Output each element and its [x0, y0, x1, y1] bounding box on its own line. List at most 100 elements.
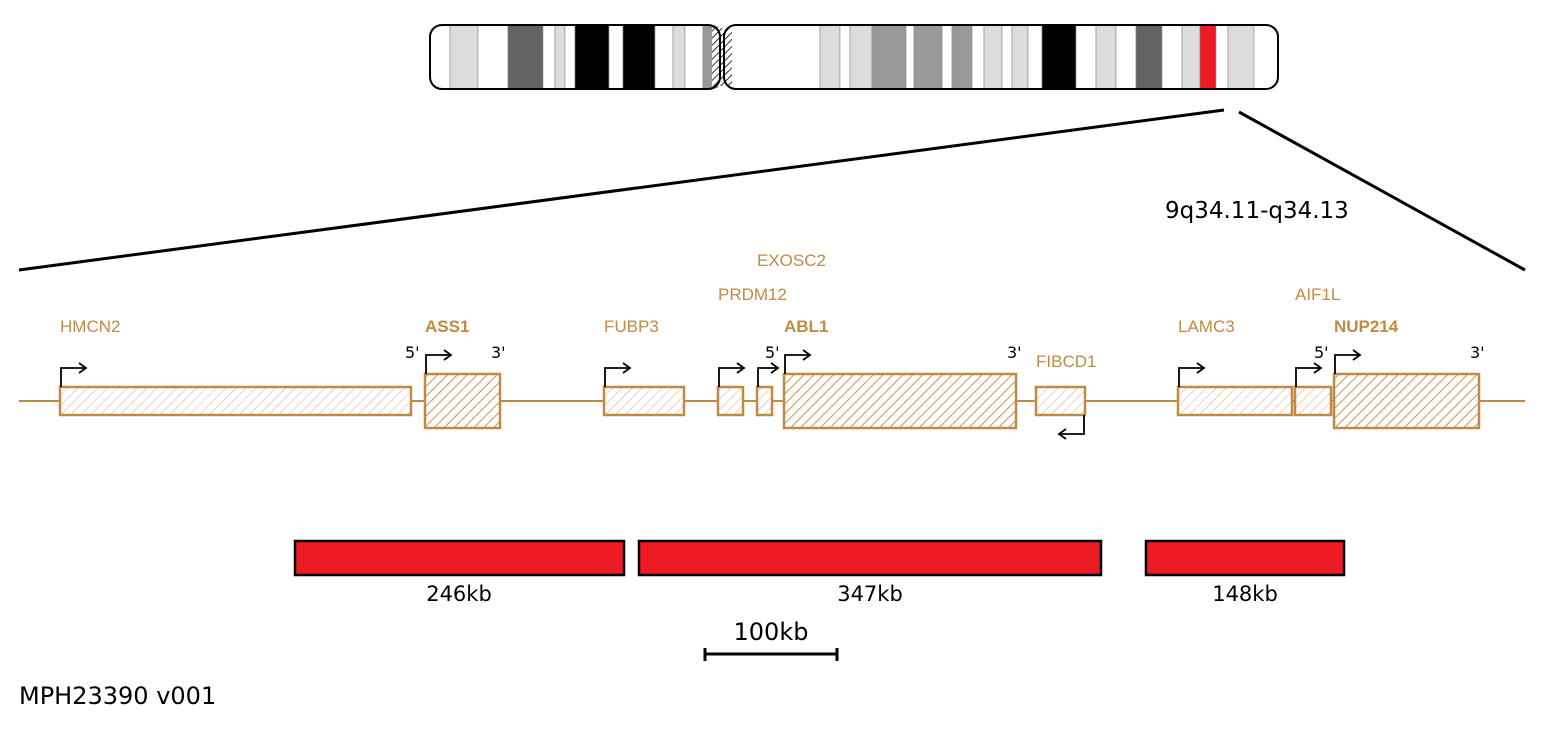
- gene-label-hmcn2: HMCN2: [60, 317, 120, 336]
- q-arm-band-5: [871, 25, 907, 89]
- three-prime-label: 3': [1470, 343, 1485, 362]
- q-arm-band-10: [971, 25, 985, 89]
- q-arm-band-18: [1115, 25, 1137, 89]
- chromosome-q-arm-outline: [723, 24, 1279, 90]
- chromosome-ideogram: [429, 24, 1279, 90]
- zoom-line-right: [1238, 110, 1526, 272]
- q-arm-band-14: [1027, 25, 1043, 89]
- q-arm-band-9: [951, 25, 973, 89]
- five-prime-label: 5': [405, 343, 420, 362]
- chromosome-q-arm: [722, 25, 1255, 89]
- gene-prdm12: PRDM12: [718, 285, 787, 417]
- tss-arrow-icon: [1178, 362, 1206, 387]
- tss-arrow-reverse-icon: [1057, 415, 1085, 440]
- p-arm-band-11: [654, 25, 674, 89]
- tss-arrow-icon: [718, 362, 746, 387]
- scale-bar-label: 100kb: [734, 618, 809, 646]
- q-arm-band-7: [913, 25, 943, 89]
- five-prime-label: 5': [765, 343, 780, 362]
- p-arm-band-7: [564, 25, 576, 89]
- p-arm-band-2: [449, 25, 479, 89]
- gene-abl1: ABL1 5' 3': [765, 317, 1022, 430]
- tss-arrow-icon: [425, 349, 453, 374]
- gene-exosc2: EXOSC2: [716, 251, 826, 417]
- q-arm-band-23: [1215, 25, 1229, 89]
- gene-box-prdm12: [755, 385, 774, 417]
- gene-hmcn2: HMCN2: [58, 317, 413, 417]
- scale-bar: 100kb: [703, 618, 839, 661]
- gene-box-exosc2: [716, 385, 745, 417]
- q-arm-band-8: [941, 25, 953, 89]
- gene-box-hmcn2: [58, 385, 413, 417]
- gene-fubp3: FUBP3: [602, 317, 686, 417]
- tss-arrow-icon: [1295, 362, 1323, 387]
- gene-label-prdm12: PRDM12: [718, 285, 787, 304]
- p-arm-band-3: [477, 25, 509, 89]
- gene-label-fibcd1: FIBCD1: [1036, 352, 1096, 371]
- gene-label-exosc2: EXOSC2: [757, 251, 826, 270]
- q-arm-band-15: [1041, 25, 1077, 89]
- gene-box-fubp3: [602, 385, 686, 417]
- gene-box-abl1: [782, 372, 1018, 430]
- three-prime-label: 3': [491, 343, 506, 362]
- p-arm-band-4: [507, 25, 544, 89]
- gene-label-nup214: NUP214: [1334, 317, 1399, 336]
- gene-fibcd1: FIBCD1: [1034, 352, 1096, 440]
- region-label: 9q34.11-q34.13: [1165, 198, 1349, 224]
- zoom-line-left: [18, 108, 1225, 272]
- q-arm-band-16: [1075, 25, 1097, 89]
- p-arm-band-13: [684, 25, 704, 89]
- q-arm-band-3: [839, 25, 851, 89]
- tss-arrow-icon: [1334, 349, 1362, 374]
- tss-arrow-icon: [604, 362, 632, 387]
- tss-arrow-icon: [784, 349, 812, 374]
- gene-box-nup214: [1332, 372, 1481, 430]
- p-arm-band-1: [430, 25, 451, 89]
- probe-track: 246kb 347kb 148kb: [293, 539, 1346, 606]
- tss-arrow-icon: [60, 362, 88, 387]
- gene-nup214: NUP214 5' 3': [1314, 317, 1485, 430]
- q-arm-band-20: [1161, 25, 1183, 89]
- p-arm-band-6: [554, 25, 566, 89]
- gene-label-lamc3: LAMC3: [1178, 317, 1235, 336]
- gene-box-lamc3: [1176, 385, 1294, 417]
- gene-label-abl1: ABL1: [784, 317, 828, 336]
- p-arm-band-12: [672, 25, 686, 89]
- three-prime-label: 3': [1007, 343, 1022, 362]
- q-arm-band-13: [1011, 25, 1029, 89]
- q-arm-band-2: [819, 25, 841, 89]
- chromosome-p-arm: [430, 25, 724, 89]
- q-arm-band-11: [983, 25, 1003, 89]
- q-arm-band-1: [722, 25, 821, 89]
- gene-aif1l: AIF1L: [1293, 285, 1340, 417]
- centromere: [712, 28, 732, 86]
- q-arm-band-22: [1199, 25, 1217, 89]
- gene-track: HMCN2 ASS1 5' 3' FUBP3 EXOSC2 PRDM12: [19, 251, 1525, 440]
- gene-label-fubp3: FUBP3: [604, 317, 659, 336]
- gene-ass1: ASS1 5' 3': [405, 317, 506, 430]
- gene-label-aif1l: AIF1L: [1295, 285, 1340, 304]
- scale-bar-line: [703, 648, 839, 661]
- gene-label-ass1: ASS1: [425, 317, 469, 336]
- p-arm-band-10: [622, 25, 656, 89]
- probe-size-label-2: 347kb: [837, 582, 903, 606]
- gene-box-aif1l: [1293, 385, 1333, 417]
- q-arm-band-4: [849, 25, 873, 89]
- five-prime-label: 5': [1314, 343, 1329, 362]
- probe-size-label-3: 148kb: [1212, 582, 1278, 606]
- gene-box-ass1: [423, 372, 502, 430]
- gene-lamc3: LAMC3: [1176, 317, 1294, 417]
- product-id: MPH23390 v001: [19, 682, 216, 710]
- p-arm-band-5: [542, 25, 556, 89]
- tss-arrow-icon: [757, 362, 780, 387]
- q-arm-band-12: [1001, 25, 1013, 89]
- q-arm-band-21: [1181, 25, 1201, 89]
- q-arm-band-6: [905, 25, 915, 89]
- p-arm-band-8: [574, 25, 610, 89]
- probe-bar-2: [637, 539, 1103, 577]
- probe-bar-1: [293, 539, 626, 577]
- q-arm-band-24: [1227, 25, 1255, 89]
- probe-size-label-1: 246kb: [426, 582, 492, 606]
- gene-box-fibcd1: [1034, 385, 1087, 417]
